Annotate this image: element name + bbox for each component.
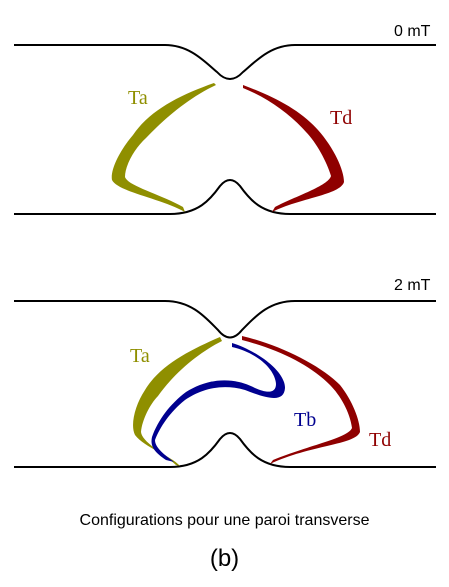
panel-letter: (b) <box>209 545 240 572</box>
field-label-2mT: 2 mT <box>394 277 431 294</box>
branch-td <box>242 336 360 464</box>
label-tb: Tb <box>294 409 316 431</box>
wire-top-outline <box>14 44 436 80</box>
wire-bottom-outline <box>14 432 436 468</box>
branch-tb <box>151 343 285 462</box>
panel-0mT: 0 mT Ta Td <box>14 23 436 215</box>
branch-td <box>243 85 344 212</box>
panel-2mT: 2 mT Ta Tb Td <box>14 277 436 468</box>
label-td: Td <box>369 429 391 451</box>
label-td: Td <box>330 107 352 129</box>
branch-ta <box>133 337 222 466</box>
wire-bottom-outline <box>14 179 436 215</box>
branch-ta <box>111 83 216 212</box>
field-label-0mT: 0 mT <box>394 23 431 40</box>
figure-caption: Configurations pour une paroi transverse <box>79 512 370 529</box>
wire-top-outline <box>14 300 436 339</box>
label-ta: Ta <box>130 345 150 367</box>
label-ta: Ta <box>128 87 148 109</box>
